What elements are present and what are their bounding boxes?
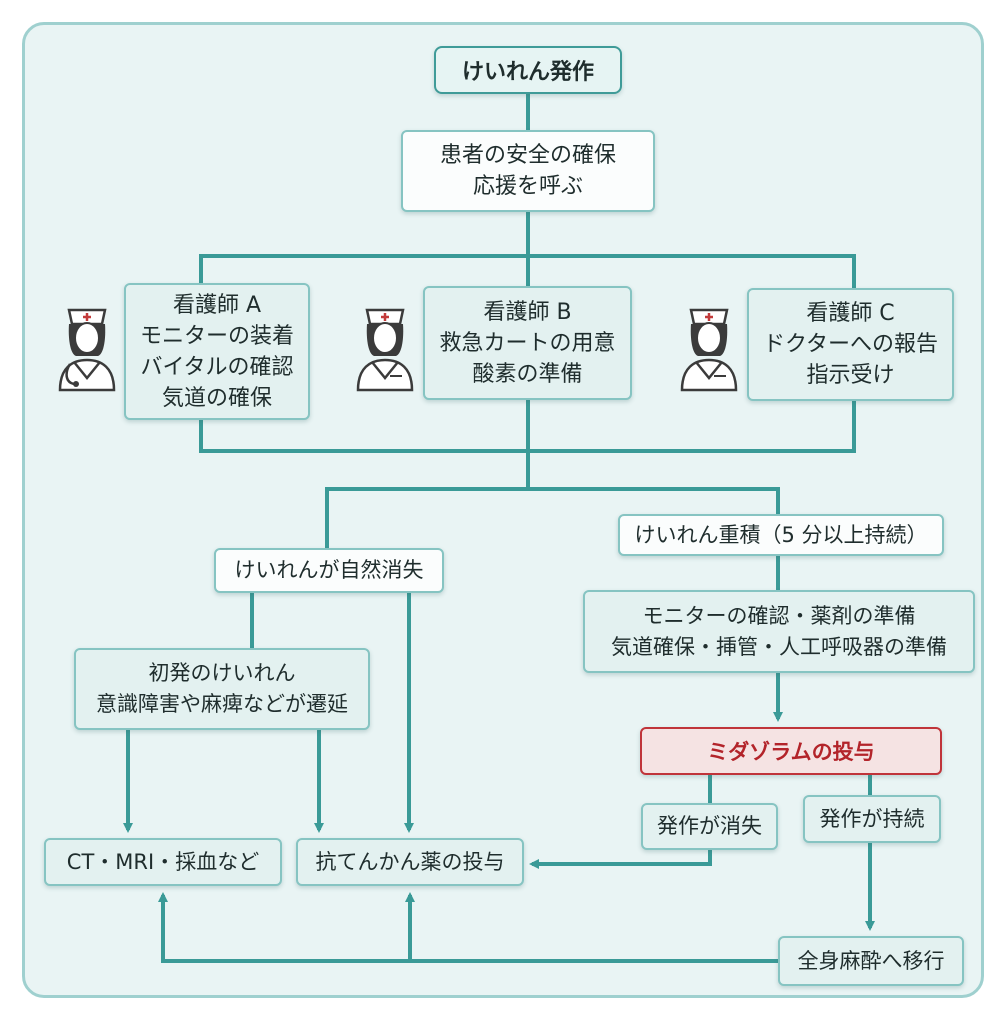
status-epilepticus-box: けいれん重積（5 分以上持続） [618,514,944,556]
nurse-a-line-3: 気道の確保 [161,385,272,411]
nurse-icon [356,308,414,392]
arrow-resolved-antiepileptic [529,848,712,869]
nurse-a-line-2: バイタルの確認 [140,354,294,380]
safety-box: 患者の安全の確保 応援を呼ぶ [401,130,655,212]
first-seizure-box: 初発のけいれん 意識障害や麻痺などが遷延 [74,648,370,730]
first-seizure-line-1: 初発のけいれん [148,661,296,685]
antiepileptic-box: 抗てんかん薬の投与 [296,838,524,886]
seizure-start-label: けいれん発作 [461,60,594,85]
ct-mri-box: CT・MRI・採血など [44,838,282,886]
first-seizure-line-2: 意識障害や麻痺などが遷延 [96,692,348,716]
nurse-b-line-1: 救急カートの用意 [439,330,616,356]
nurse-icon [680,308,738,392]
general-anesthesia-label: 全身麻酔へ移行 [797,948,945,973]
seizure-resolved-label: 発作が消失 [657,814,762,838]
safety-line-2: 応援を呼ぶ [472,174,583,199]
preparation-line-1: モニターの確認・薬剤の準備 [642,603,916,628]
midazolam-label: ミダゾラムの投与 [707,740,875,764]
preparation-line-2: 気道確保・挿管・人工呼吸器の準備 [611,634,947,659]
general-anesthesia-box: 全身麻酔へ移行 [778,936,964,986]
nurse-b-box: 看護師 B 救急カートの用意 酸素の準備 [423,286,632,400]
nurse-c-box: 看護師 C ドクターへの報告 指示受け [747,288,954,401]
nurse-icon [58,308,116,392]
arrow-anesthesia-ct [158,892,780,963]
nurse-a-title: 看護師 A [172,292,262,318]
nurse-c-line-1: ドクターへの報告 [762,332,939,357]
status-epilepticus-label: けいれん重積（5 分以上持続） [634,522,928,547]
spontaneous-resolution-label: けいれんが自然消失 [234,558,424,582]
nurse-c-line-2: 指示受け [806,363,895,388]
seizure-resolved-box: 発作が消失 [641,803,778,850]
nurse-b-title: 看護師 B [483,299,572,325]
antiepileptic-label: 抗てんかん薬の投与 [315,849,505,874]
nurse-c-title: 看護師 C [806,301,895,326]
midazolam-box: ミダゾラムの投与 [640,727,942,775]
seizure-start-box: けいれん発作 [434,46,622,94]
spontaneous-resolution-box: けいれんが自然消失 [214,548,444,593]
ct-mri-label: CT・MRI・採血など [66,849,260,874]
safety-line-1: 患者の安全の確保 [439,143,616,168]
seizure-continued-box: 発作が持続 [803,795,941,843]
nurse-a-line-1: モニターの装着 [139,323,294,349]
seizure-continued-label: 発作が持続 [819,806,925,831]
preparation-box: モニターの確認・薬剤の準備 気道確保・挿管・人工呼吸器の準備 [583,590,975,673]
nurse-b-line-2: 酸素の準備 [472,361,583,387]
nurse-a-box: 看護師 A モニターの装着 バイタルの確認 気道の確保 [124,283,310,420]
